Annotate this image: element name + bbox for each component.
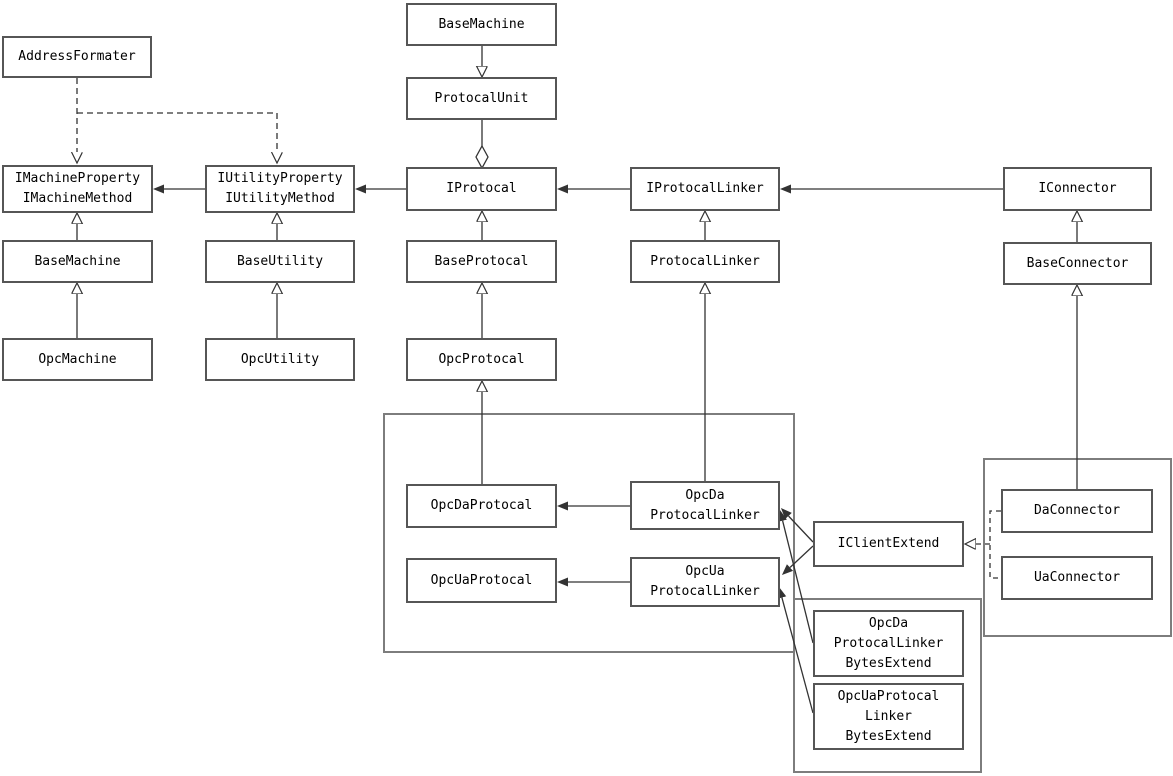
- class-box-base-utility: BaseUtility: [205, 240, 355, 283]
- class-box-opc-utility: OpcUtility: [205, 338, 355, 381]
- class-box-iclient-extend: IClientExtend: [813, 521, 964, 567]
- group-opc-protocal-family: [383, 413, 795, 653]
- class-box-base-protocal: BaseProtocal: [406, 240, 557, 283]
- edge-dependency-addressformater-iutility: [77, 112, 277, 152]
- class-box-protocal-linker: ProtocalLinker: [630, 240, 780, 283]
- aggregation-diamond-icon: [475, 144, 489, 170]
- class-box-base-connector: BaseConnector: [1003, 242, 1152, 285]
- class-box-imachine: IMachineProperty IMachineMethod: [2, 165, 153, 213]
- class-box-opc-da-protocal-linker-bytes-extend: OpcDa ProtocalLinker BytesExtend: [813, 610, 964, 677]
- class-box-da-connector: DaConnector: [1001, 489, 1153, 533]
- class-box-ua-connector: UaConnector: [1001, 556, 1153, 600]
- class-box-iconnector: IConnector: [1003, 167, 1152, 211]
- class-box-opc-da-protocal-linker: OpcDa ProtocalLinker: [630, 481, 780, 530]
- class-box-opc-ua-protocal-linker-bytes-extend: OpcUaProtocal Linker BytesExtend: [813, 683, 964, 750]
- class-box-opc-protocal: OpcProtocal: [406, 338, 557, 381]
- class-box-iprotocal-linker: IProtocalLinker: [630, 167, 780, 211]
- class-box-opc-da-protocal: OpcDaProtocal: [406, 484, 557, 528]
- class-box-base-machine-top: BaseMachine: [406, 3, 557, 46]
- class-box-address-formater: AddressFormater: [2, 36, 152, 78]
- group-connector-family: [983, 458, 1172, 637]
- class-box-opc-machine: OpcMachine: [2, 338, 153, 381]
- class-box-opc-ua-protocal-linker: OpcUa ProtocalLinker: [630, 557, 780, 607]
- class-box-protocal-unit: ProtocalUnit: [406, 77, 557, 120]
- class-box-iutility: IUtilityProperty IUtilityMethod: [205, 165, 355, 213]
- class-box-iprotocal: IProtocal: [406, 167, 557, 211]
- class-box-base-machine: BaseMachine: [2, 240, 153, 283]
- class-box-opc-ua-protocal: OpcUaProtocal: [406, 558, 557, 603]
